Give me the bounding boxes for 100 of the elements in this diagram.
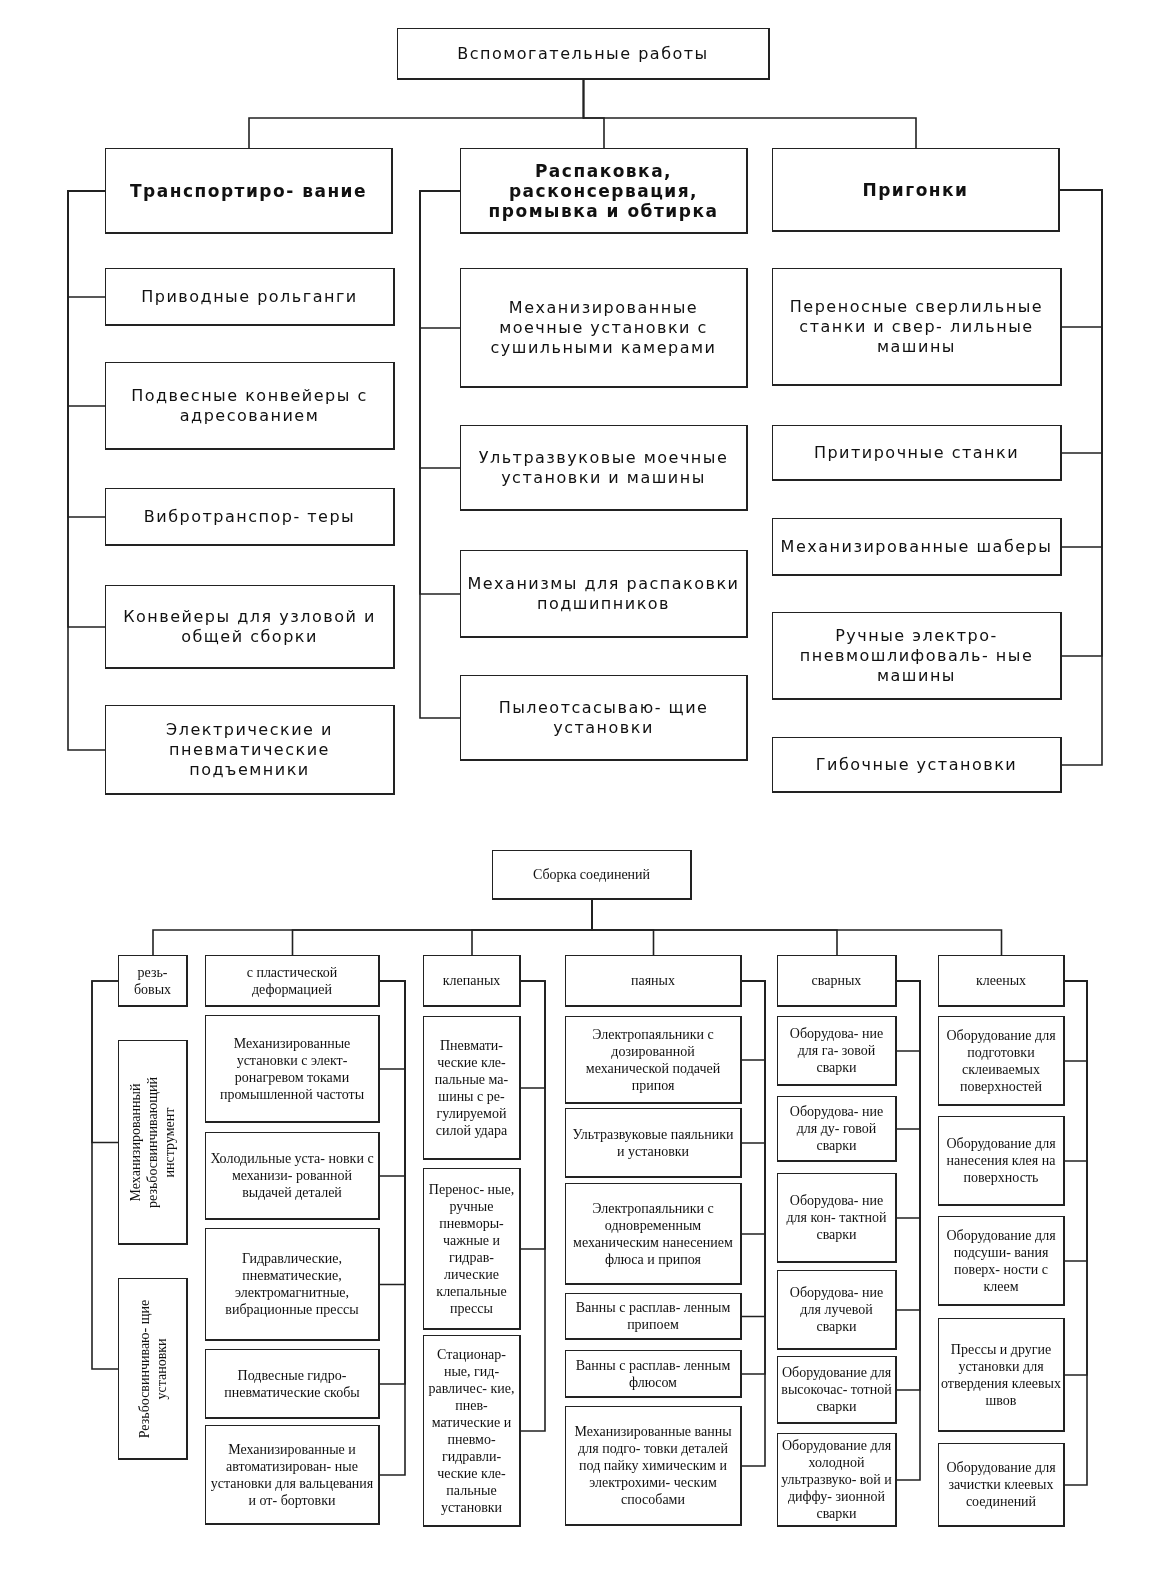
box-label: Оборудова- ние для кон- тактной сварки xyxy=(785,1192,888,1243)
box-label: Гибочные установки xyxy=(814,754,1019,775)
connector-line xyxy=(91,980,119,1370)
item-box xyxy=(105,362,395,450)
box-label: Механизированные ванны для подго- товки деталей под пайку химическим и электрохими- ческим способами xyxy=(573,1423,733,1508)
box-label: Гидравлические, пневматические, электромагнитные, вибрационные прессы xyxy=(224,1250,360,1318)
item-box xyxy=(105,488,395,546)
connector-line xyxy=(896,980,921,1481)
box-label: Пригонки xyxy=(861,179,970,200)
item-box xyxy=(565,1108,742,1178)
item-box xyxy=(205,1349,380,1419)
item-box xyxy=(938,1116,1065,1206)
box-label: резь- бовых xyxy=(132,963,173,998)
category-box xyxy=(460,148,748,234)
root-box xyxy=(492,850,692,900)
box-label: Холодильные уста- новки с механизи- рованной выдачей деталей xyxy=(209,1150,375,1201)
box-label: Транспортиро- вание xyxy=(128,180,369,201)
item-box xyxy=(777,1173,897,1263)
box-label: клееных xyxy=(974,972,1028,989)
connector-line xyxy=(741,980,766,1467)
item-box xyxy=(460,675,748,761)
item-box xyxy=(423,1168,521,1330)
item-box xyxy=(777,1270,897,1350)
item-box xyxy=(105,268,395,326)
item-box xyxy=(118,1278,188,1460)
connector-line xyxy=(520,980,546,1432)
item-box xyxy=(118,1040,188,1245)
item-box xyxy=(777,1096,897,1162)
category-box xyxy=(565,955,742,1007)
item-box xyxy=(423,1335,521,1527)
item-box xyxy=(772,737,1062,793)
item-box xyxy=(777,1356,897,1424)
connector-line xyxy=(419,190,461,719)
box-label: Стационар- ные, гид- равличес- кие, пнев- матические и пневмо- гидравли- ческие кле- пальные установки xyxy=(427,1345,516,1516)
box-label: с пластической деформацией xyxy=(245,963,339,998)
box-label: Ультразвуковые моечные установки и машины xyxy=(477,447,730,488)
box-label: паяных xyxy=(629,972,676,989)
box-label: Оборудование для зачистки клеевых соединений xyxy=(945,1459,1057,1510)
box-label: Механизмы для распаковки подшипников xyxy=(466,573,741,614)
box-label: Приводные рольганги xyxy=(140,286,359,307)
item-box xyxy=(105,705,395,795)
item-box xyxy=(205,1228,380,1341)
category-box xyxy=(423,955,521,1007)
item-box xyxy=(460,425,748,511)
box-label: Оборудова- ние для га- зовой сварки xyxy=(788,1025,885,1076)
item-box xyxy=(460,268,748,388)
item-box xyxy=(565,1016,742,1104)
item-box xyxy=(205,1425,380,1525)
item-box xyxy=(772,518,1062,576)
box-label: Распаковка, расконсервация, промывка и обтирка xyxy=(487,160,720,221)
item-box xyxy=(938,1318,1065,1432)
item-box xyxy=(565,1350,742,1398)
box-label: Оборудование для подсуши- вания поверх- ности с клеем xyxy=(945,1226,1057,1295)
box-label: Сборка соединений xyxy=(531,866,652,883)
category-box xyxy=(105,148,393,234)
box-label: Механизированные моечные установки с сушильными камерами xyxy=(489,297,718,358)
connector-line xyxy=(1064,980,1088,1486)
item-box xyxy=(777,1016,897,1086)
box-label: Прессы и другие установки для отвердения клеевых швов xyxy=(940,1340,1062,1409)
box-label: Ультразвуковые паяльники и установки xyxy=(571,1125,735,1160)
box-label: клепаных xyxy=(441,972,502,989)
item-box xyxy=(938,1443,1065,1527)
item-box xyxy=(205,1132,380,1220)
item-box xyxy=(423,1016,521,1160)
item-box xyxy=(460,550,748,638)
box-label: Притирочные станки xyxy=(812,442,1021,463)
box-label: Конвейеры для узловой и общей сборки xyxy=(122,606,377,647)
box-label: Ванны с расплав- ленным флюсом xyxy=(574,1356,732,1391)
item-box xyxy=(565,1183,742,1285)
category-box xyxy=(938,955,1065,1007)
item-box xyxy=(772,425,1062,481)
category-box xyxy=(118,955,188,1007)
box-label: Резьбосвинчиваю- щие установки xyxy=(135,1298,170,1440)
item-box xyxy=(205,1015,380,1123)
box-label: Подвесные гидро- пневматические скобы xyxy=(223,1366,361,1401)
box-label: Пневмати- ческие кле- пальные ма- шины с ре- гулируемой силой удара xyxy=(433,1036,510,1139)
item-box xyxy=(565,1293,742,1340)
box-label: Механизированные и автоматизирован- ные установки для вальцевания и от- бортовки xyxy=(209,1440,375,1509)
box-label: Подвесные конвейеры с адресованием xyxy=(130,385,369,426)
box-label: Оборудование для высокочас- тотной сварки xyxy=(780,1364,893,1415)
box-label: Механизированные установки с элект- ронагревом токами промышленной частоты xyxy=(218,1034,366,1103)
item-box xyxy=(772,612,1062,700)
box-label: Электрические и пневматические подъемники xyxy=(165,719,334,780)
box-label: Ручные электро- пневмошлифоваль- ные машины xyxy=(798,625,1035,686)
box-label: Оборудование для подготовки склеиваемых поверхностей xyxy=(945,1026,1057,1095)
item-box xyxy=(938,1016,1065,1106)
root-box xyxy=(397,28,770,80)
box-label: Механизированные шаберы xyxy=(779,536,1054,557)
item-box xyxy=(105,585,395,669)
box-label: Пылеотсасываю- щие установки xyxy=(497,697,710,738)
connector-line xyxy=(379,980,406,1476)
category-box xyxy=(205,955,380,1007)
item-box xyxy=(772,268,1062,386)
box-label: Механизированный резьбосвинчивающий инструмент xyxy=(127,1075,178,1210)
item-box xyxy=(938,1216,1065,1306)
connector-line xyxy=(582,79,917,149)
connector-line xyxy=(67,190,106,751)
box-label: Оборудование для нанесения клея на поверхность xyxy=(945,1135,1057,1186)
box-label: Ванны с расплав- ленным припоем xyxy=(574,1299,732,1333)
box-label: Электропаяльники с дозированной механической подачей припоя xyxy=(584,1025,722,1094)
